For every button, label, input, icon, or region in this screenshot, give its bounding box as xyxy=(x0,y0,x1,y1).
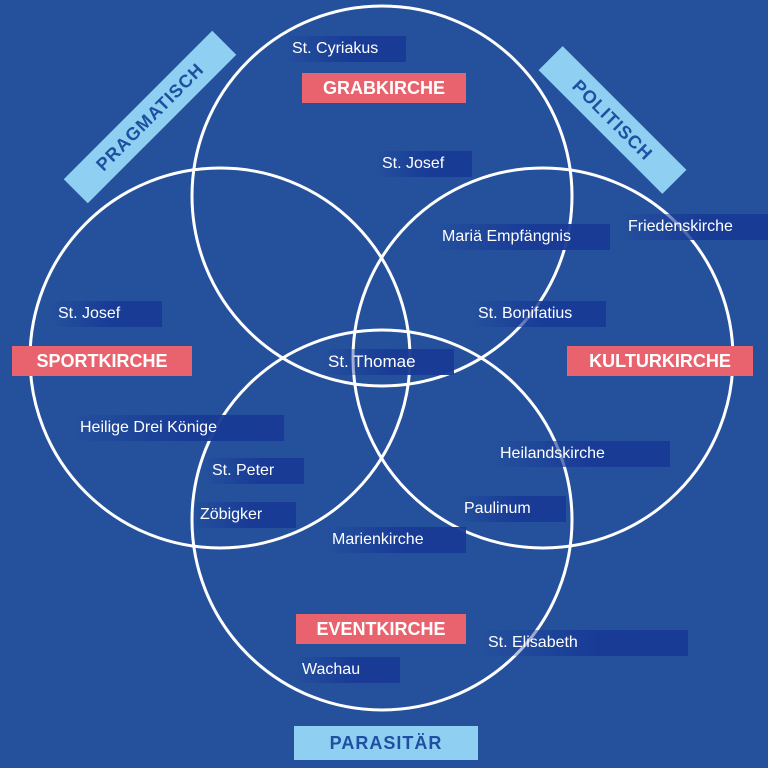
church-st-thomae: St. Thomae xyxy=(322,349,454,375)
church-wachau: Wachau xyxy=(296,657,400,683)
church-heilandskirche: Heilandskirche xyxy=(494,441,670,467)
church-marienkirche: Marienkirche xyxy=(326,527,466,553)
church-st-cyriakus: St. Cyriakus xyxy=(286,36,406,62)
church-zoebigker: Zöbigker xyxy=(194,502,296,528)
circle-grabkirche xyxy=(190,4,574,388)
category-eventkirche: EVENTKIRCHE xyxy=(296,614,466,644)
church-st-peter: St. Peter xyxy=(206,458,304,484)
church-st-elisabeth: St. Elisabeth xyxy=(482,630,688,656)
church-maria-empfaengnis: Mariä Empfängnis xyxy=(436,224,610,250)
category-kulturkirche: KULTURKIRCHE xyxy=(567,346,753,376)
church-heilige-drei-koenige: Heilige Drei Könige xyxy=(74,415,284,441)
church-friedenskirche: Friedenskirche xyxy=(622,214,768,240)
church-st-josef-top: St. Josef xyxy=(376,151,472,177)
church-paulinum: Paulinum xyxy=(458,496,566,522)
church-st-josef-left: St. Josef xyxy=(52,301,162,327)
church-st-bonifatius: St. Bonifatius xyxy=(472,301,606,327)
axis-label-parasitaer: PARASITÄR xyxy=(294,726,478,760)
circle-eventkirche xyxy=(190,328,574,712)
category-sportkirche: SPORTKIRCHE xyxy=(12,346,192,376)
category-grabkirche: GRABKIRCHE xyxy=(302,73,466,103)
